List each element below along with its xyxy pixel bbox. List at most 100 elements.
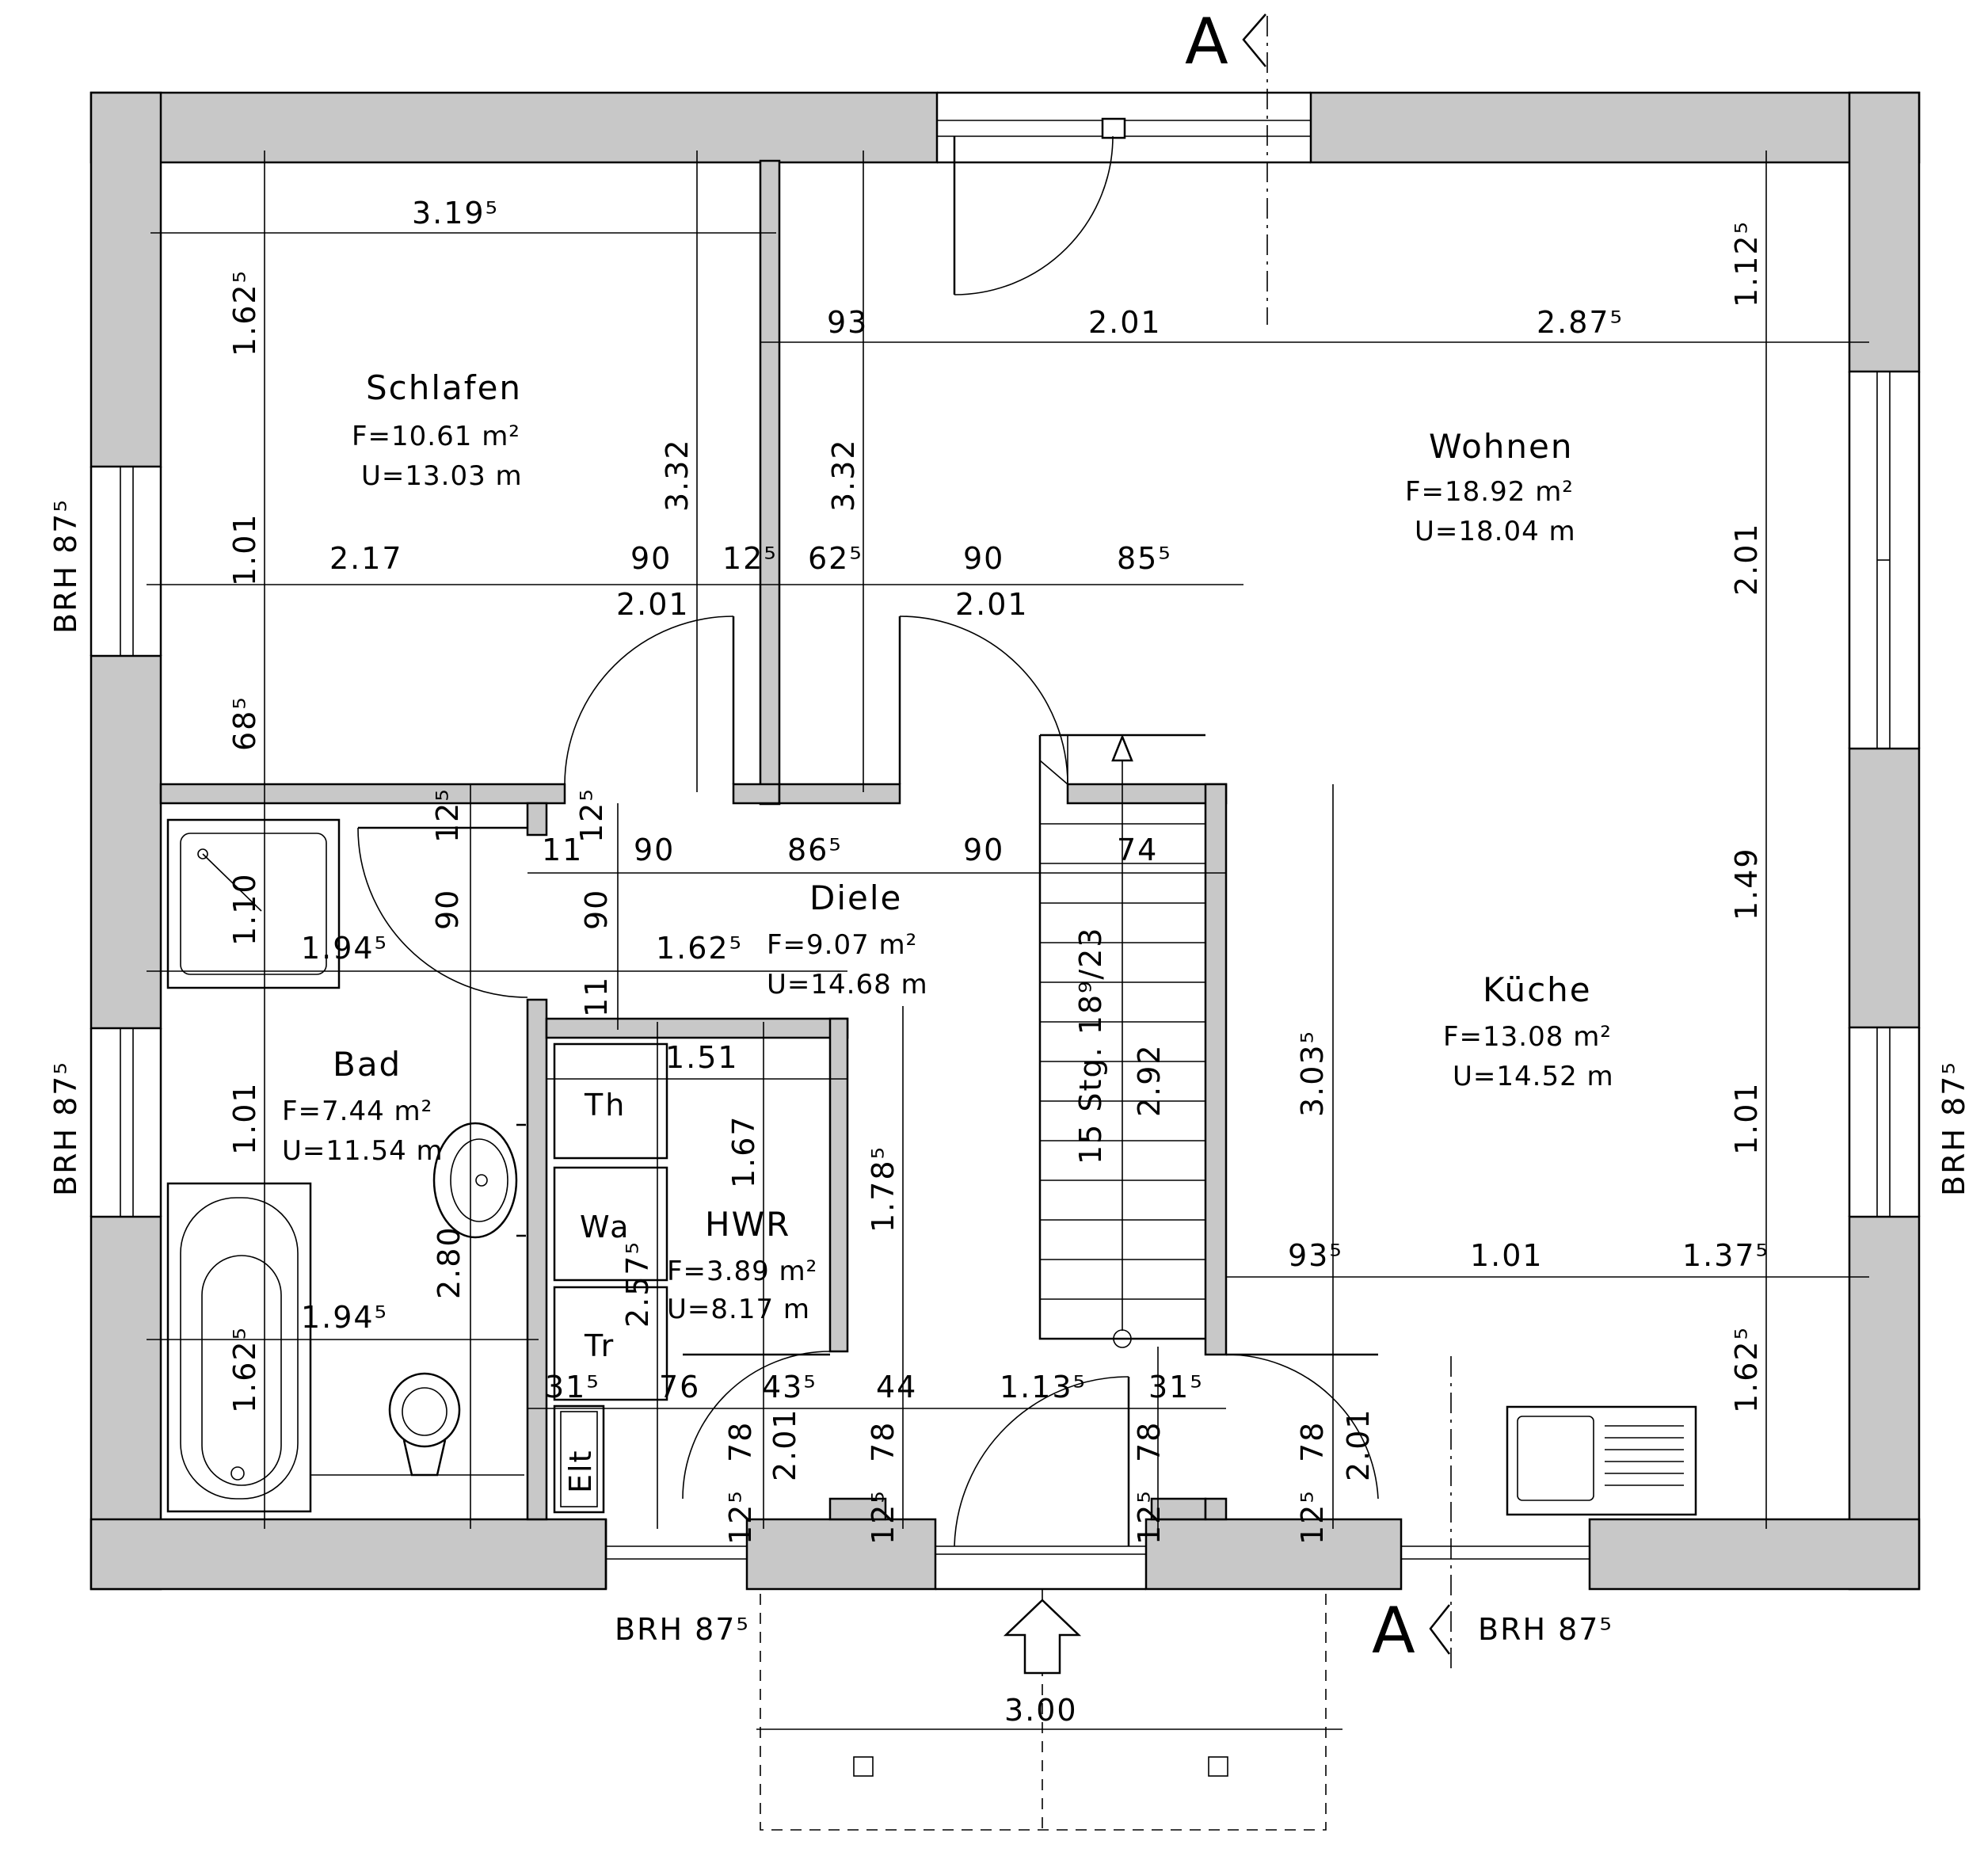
window-top-door — [937, 91, 1311, 164]
dim-935: 93⁵ — [1288, 1238, 1343, 1273]
dim-diele-90-a: 90 — [634, 833, 675, 867]
wall-bottom-4 — [1588, 1518, 1921, 1591]
sill-labels: BRH 87⁵ BRH 87⁵ BRH 87⁵ BRH 87⁵ BRH 87⁵ — [48, 498, 1971, 1647]
walls — [89, 91, 1921, 1591]
room-schlafen-name: Schlafen — [366, 368, 522, 407]
dim-2875: 2.87⁵ — [1537, 305, 1624, 340]
wall-right-2 — [1848, 747, 1921, 1029]
room-wohnen-perimeter: U=18.04 m — [1415, 516, 1576, 547]
dim-diele-125: 12⁵ — [574, 787, 609, 843]
dim-diele-78: 78 — [866, 1421, 901, 1462]
door-schlafen — [564, 615, 735, 785]
dim-bad-window-101: 1.01 — [227, 1081, 262, 1155]
room-kueche-area: F=13.08 m² — [1443, 1021, 1612, 1053]
dim-1375: 1.37⁵ — [1682, 1238, 1769, 1273]
dryer-label: Th — [584, 1088, 626, 1122]
room-wohnen-name: Wohnen — [1429, 427, 1573, 466]
canopy — [760, 1588, 1327, 1831]
dim-855: 85⁵ — [1117, 541, 1172, 576]
dim-865: 86⁵ — [787, 833, 843, 867]
wall-bad-upper — [526, 802, 548, 837]
dim-schlafen-window-101: 1.01 — [227, 513, 262, 586]
elt-label: Elt — [563, 1450, 598, 1493]
dim-11-b: 11 — [579, 976, 614, 1017]
stairs-label: 15 Stg. 18⁹/23 — [1073, 927, 1108, 1164]
room-diele-name: Diele — [809, 878, 902, 917]
room-diele-perimeter: U=14.68 m — [767, 969, 928, 1000]
wall-right-1 — [1848, 91, 1921, 373]
dim-125-diele: 12⁵ — [866, 1489, 901, 1545]
dim-bad-1945-b: 1.94⁵ — [301, 1300, 388, 1335]
room-bad-name: Bad — [333, 1045, 402, 1084]
washer-label: Wa — [580, 1210, 630, 1244]
window-right-wohnen — [1848, 372, 1921, 749]
wall-top-left — [89, 91, 939, 164]
dim-125-kueche: 12⁵ — [1295, 1489, 1330, 1545]
room-bad-perimeter: U=11.54 m — [282, 1135, 444, 1167]
tr-label: Tr — [584, 1328, 615, 1363]
section-arrow-top — [1242, 13, 1266, 67]
brh-left-upper: BRH 87⁵ — [48, 498, 83, 634]
wall-schlafen-diele-2 — [732, 783, 781, 805]
dim-diele-90-b: 90 — [963, 833, 1004, 867]
dim-125-a: 12⁵ — [722, 541, 778, 576]
dim-shower-110: 1.10 — [227, 872, 262, 946]
dim-74: 74 — [1117, 833, 1158, 867]
dim-wohnen-332: 3.32 — [826, 438, 861, 512]
dim-44: 44 — [876, 1370, 917, 1404]
window-left-bad — [89, 1028, 162, 1217]
room-bad-area: F=7.44 m² — [282, 1096, 432, 1127]
dim-kueche-door-201: 2.01 — [1341, 1408, 1376, 1481]
dim-diele-1625: 1.62⁵ — [656, 931, 743, 966]
wall-bottom-1 — [89, 1518, 607, 1591]
wall-wohnen-diele-2 — [1066, 783, 1228, 805]
dim-625: 62⁵ — [808, 541, 863, 576]
dim-door-height-wohnen: 2.01 — [955, 587, 1029, 622]
section-a: A A — [1185, 5, 1452, 1671]
dim-bad-1945-a: 1.94⁵ — [301, 931, 388, 966]
door-wohnen — [898, 615, 1068, 785]
dim-1785: 1.78⁵ — [866, 1145, 901, 1233]
tr-box: Tr — [553, 1286, 668, 1401]
dim-93: 93 — [827, 305, 868, 340]
toilet — [310, 1372, 524, 1477]
dim-wohnen-window-201: 2.01 — [1729, 522, 1764, 596]
brh-bottom-right: BRH 87⁵ — [1478, 1612, 1613, 1647]
room-hwr-name: HWR — [705, 1205, 790, 1244]
section-mark-bottom: A — [1372, 1594, 1415, 1667]
dim-entrance-78: 78 — [1132, 1421, 1167, 1462]
room-diele-area: F=9.07 m² — [767, 929, 917, 961]
wall-hwr-right — [828, 1017, 849, 1353]
wall-schlafen-wohnen — [759, 159, 781, 806]
door-kueche — [1225, 1353, 1379, 1500]
dim-167: 1.67 — [726, 1115, 761, 1188]
brh-bottom-left: BRH 87⁵ — [615, 1612, 750, 1647]
doors — [357, 135, 1379, 1547]
entrance-arrow — [1003, 1599, 1082, 1675]
shower-tray — [166, 818, 341, 989]
dim-diele-door-90: 90 — [579, 889, 614, 930]
dim-door-height-schlafen: 2.01 — [616, 587, 690, 622]
brh-left-lower: BRH 87⁵ — [48, 1061, 83, 1196]
dim-11-a: 11 — [542, 833, 583, 867]
dim-151: 1.51 — [665, 1040, 739, 1075]
wall-diele-pier — [828, 1497, 887, 1521]
washbasin — [432, 1122, 526, 1239]
dim-76: 76 — [659, 1370, 700, 1404]
dim-1135: 1.13⁵ — [1000, 1370, 1087, 1404]
dim-217: 2.17 — [329, 541, 403, 576]
dimension-lines — [147, 151, 1869, 1730]
dim-kueche-window-101: 1.01 — [1729, 1081, 1764, 1155]
dim-hwr-window-78: 78 — [723, 1421, 758, 1462]
dim-280: 2.80 — [432, 1225, 467, 1299]
door-hwr — [682, 1351, 831, 1500]
wall-wohnen-diele-1 — [778, 783, 901, 805]
entrance-door-opening — [935, 1545, 1146, 1591]
wall-stair-right — [1204, 783, 1228, 1356]
wall-bad-lower — [526, 998, 548, 1521]
window-left-schlafen — [89, 467, 162, 656]
dim-125-entrance: 12⁵ — [1132, 1489, 1167, 1545]
dim-door-90-b: 90 — [963, 541, 1004, 576]
door-bad — [357, 826, 528, 998]
wall-schlafen-diele-1 — [159, 783, 566, 805]
